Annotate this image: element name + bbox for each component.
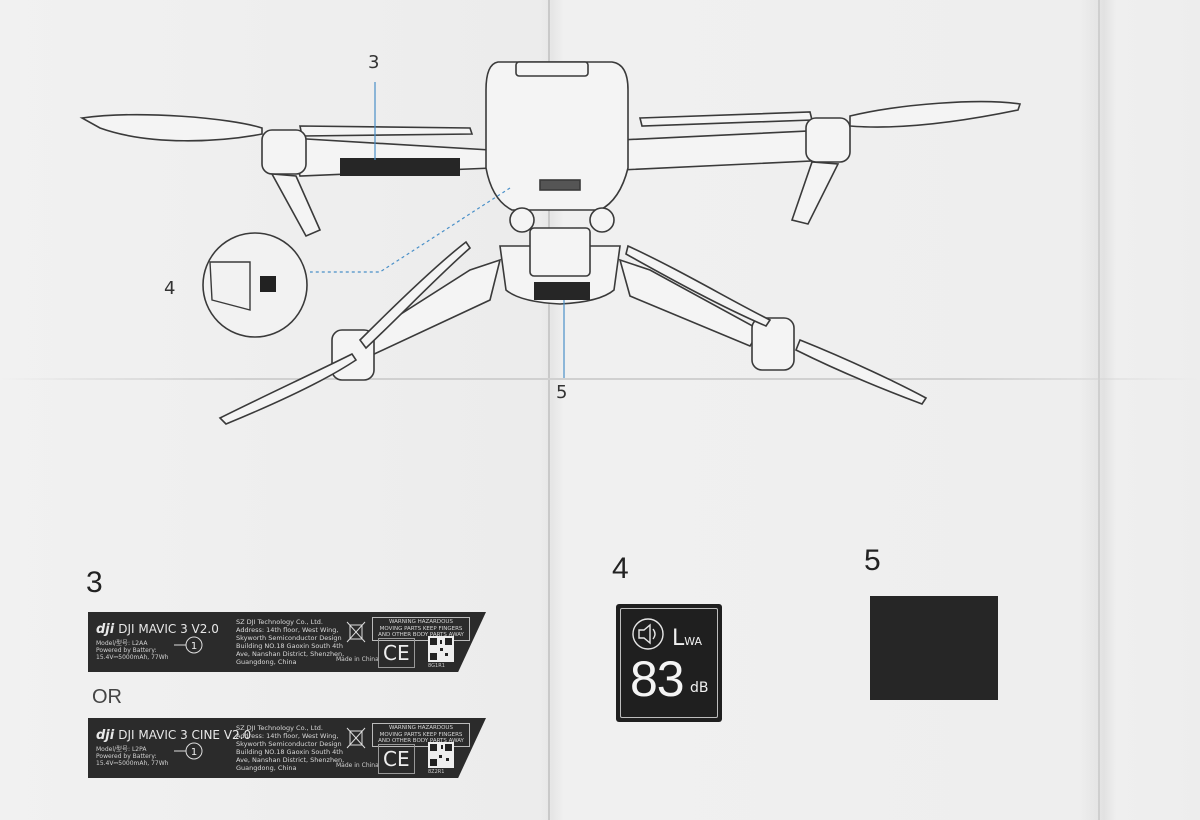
qr-code-text: 8Z2R1 xyxy=(428,769,445,775)
svg-text:1: 1 xyxy=(191,641,197,652)
speaker-icon xyxy=(632,618,664,650)
warning-box: WARNING HAZARDOUS MOVING PARTS KEEP FING… xyxy=(372,723,470,747)
dji-logo: dji xyxy=(96,728,115,743)
propeller-rear-right xyxy=(849,100,1022,128)
section-number-3: 3 xyxy=(86,566,103,599)
drone-illustration xyxy=(79,61,1022,425)
section-number-4: 4 xyxy=(612,552,629,585)
noise-value: 83 xyxy=(630,651,685,707)
warning-box: WARNING HAZARDOUS MOVING PARTS KEEP FING… xyxy=(372,617,470,641)
class-mark-icon: 1 xyxy=(174,636,203,654)
sound-power-symbol: LWA xyxy=(672,626,702,651)
blank-label-5 xyxy=(870,596,998,700)
dji-logo: dji xyxy=(96,622,115,637)
callout-3: 3 xyxy=(368,52,380,73)
lwa-letter: L xyxy=(672,626,685,651)
noise-unit: dB xyxy=(690,680,709,696)
model-name: DJI MAVIC 3 V2.0 xyxy=(118,622,219,636)
fold-line xyxy=(1098,0,1100,820)
fold-line xyxy=(0,378,1200,380)
svg-text:1: 1 xyxy=(191,747,197,758)
fold-line xyxy=(548,0,550,820)
crossed-bin-icon xyxy=(346,727,366,749)
model-name: DJI MAVIC 3 CINE V2.0 xyxy=(118,728,252,742)
propeller-front-right xyxy=(794,338,928,405)
manufacturer-address: SZ DJI Technology Co., Ltd. Address: 14t… xyxy=(236,618,345,666)
ce-mark: CE xyxy=(378,744,415,774)
label-border xyxy=(620,608,718,718)
made-in-text: Made in China xyxy=(336,656,379,663)
model-spec: Model/型号: L2PA Powered by Battery: 15.4V… xyxy=(96,746,169,767)
made-in-text: Made in China xyxy=(336,762,379,769)
label-location-5 xyxy=(534,282,590,300)
class-mark-icon: 1 xyxy=(174,742,203,760)
noise-level-label: LWA 83 dB xyxy=(616,604,722,722)
lwa-subscript: WA xyxy=(684,635,703,648)
qr-code-icon xyxy=(428,742,454,768)
manufacturer-address: SZ DJI Technology Co., Ltd. Address: 14t… xyxy=(236,724,345,772)
crossed-bin-icon xyxy=(346,621,366,643)
qr-code-icon xyxy=(428,636,454,662)
label-location-3 xyxy=(340,158,460,176)
callout-5: 5 xyxy=(556,382,568,403)
qr-code-text: 8G1R1 xyxy=(428,663,445,669)
propeller-rear-left xyxy=(79,113,263,142)
callout-4: 4 xyxy=(164,278,176,299)
model-spec: Model/型号: L2AA Powered by Battery: 15.4V… xyxy=(96,640,169,661)
propeller-front-left xyxy=(218,352,358,425)
or-separator: OR xyxy=(92,686,122,708)
ce-mark: CE xyxy=(378,638,415,668)
label-location-4 xyxy=(260,276,276,292)
magnified-inset xyxy=(202,232,308,338)
section-number-5: 5 xyxy=(864,544,881,577)
